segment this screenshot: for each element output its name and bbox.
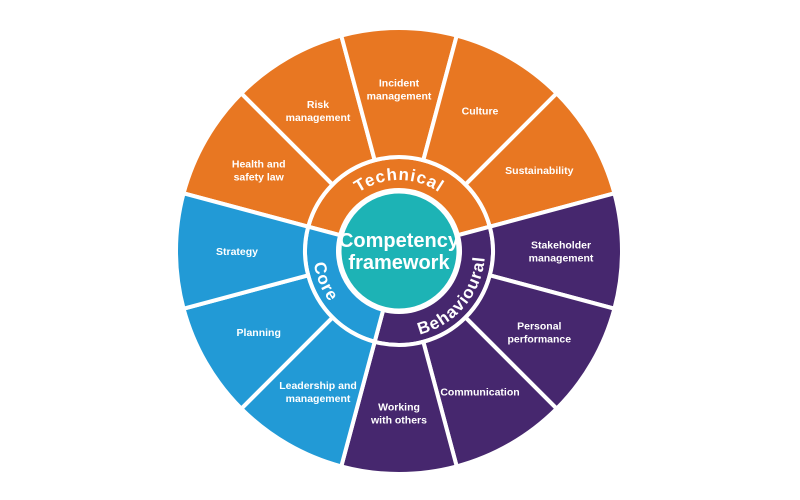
segment-culture: Culture — [420, 33, 560, 188]
segment-label-line: Working — [378, 402, 420, 414]
segment-label-line: Risk — [307, 99, 329, 111]
segment-label-line: Leadership and — [279, 380, 357, 392]
center-title-line: Competency — [339, 230, 460, 252]
segment-label-line: Sustainability — [505, 165, 573, 177]
segment-strategy: Strategy — [174, 190, 311, 312]
segment-label-line: safety law — [234, 172, 285, 184]
segment-label-line: management — [286, 112, 351, 124]
center-title-line: framework — [348, 252, 450, 274]
segment-label-line: performance — [507, 334, 571, 346]
segment-shape — [174, 190, 311, 312]
segment-label: Culture — [462, 106, 499, 118]
segment-label-line: Health and — [232, 159, 286, 171]
segment-label: Strategy — [216, 246, 258, 258]
segment-label-line: management — [286, 393, 351, 405]
segment-label-line: management — [529, 253, 594, 265]
segment-label-line: Culture — [462, 106, 499, 118]
segment-label-line: Stakeholder — [531, 240, 591, 252]
segment-label-line: Strategy — [216, 246, 258, 258]
segment-label-line: Incident — [379, 78, 420, 90]
segment-label-line: Communication — [440, 386, 519, 398]
segment-label-line: management — [367, 91, 432, 103]
segment-label: Planning — [237, 327, 281, 339]
segment-label: Sustainability — [505, 165, 573, 177]
segment-label-line: Planning — [237, 327, 281, 339]
segment-label-line: Personal — [517, 321, 561, 333]
center-circle — [338, 190, 460, 312]
segment-label: Communication — [440, 386, 519, 398]
segment-label-line: with others — [370, 415, 427, 427]
